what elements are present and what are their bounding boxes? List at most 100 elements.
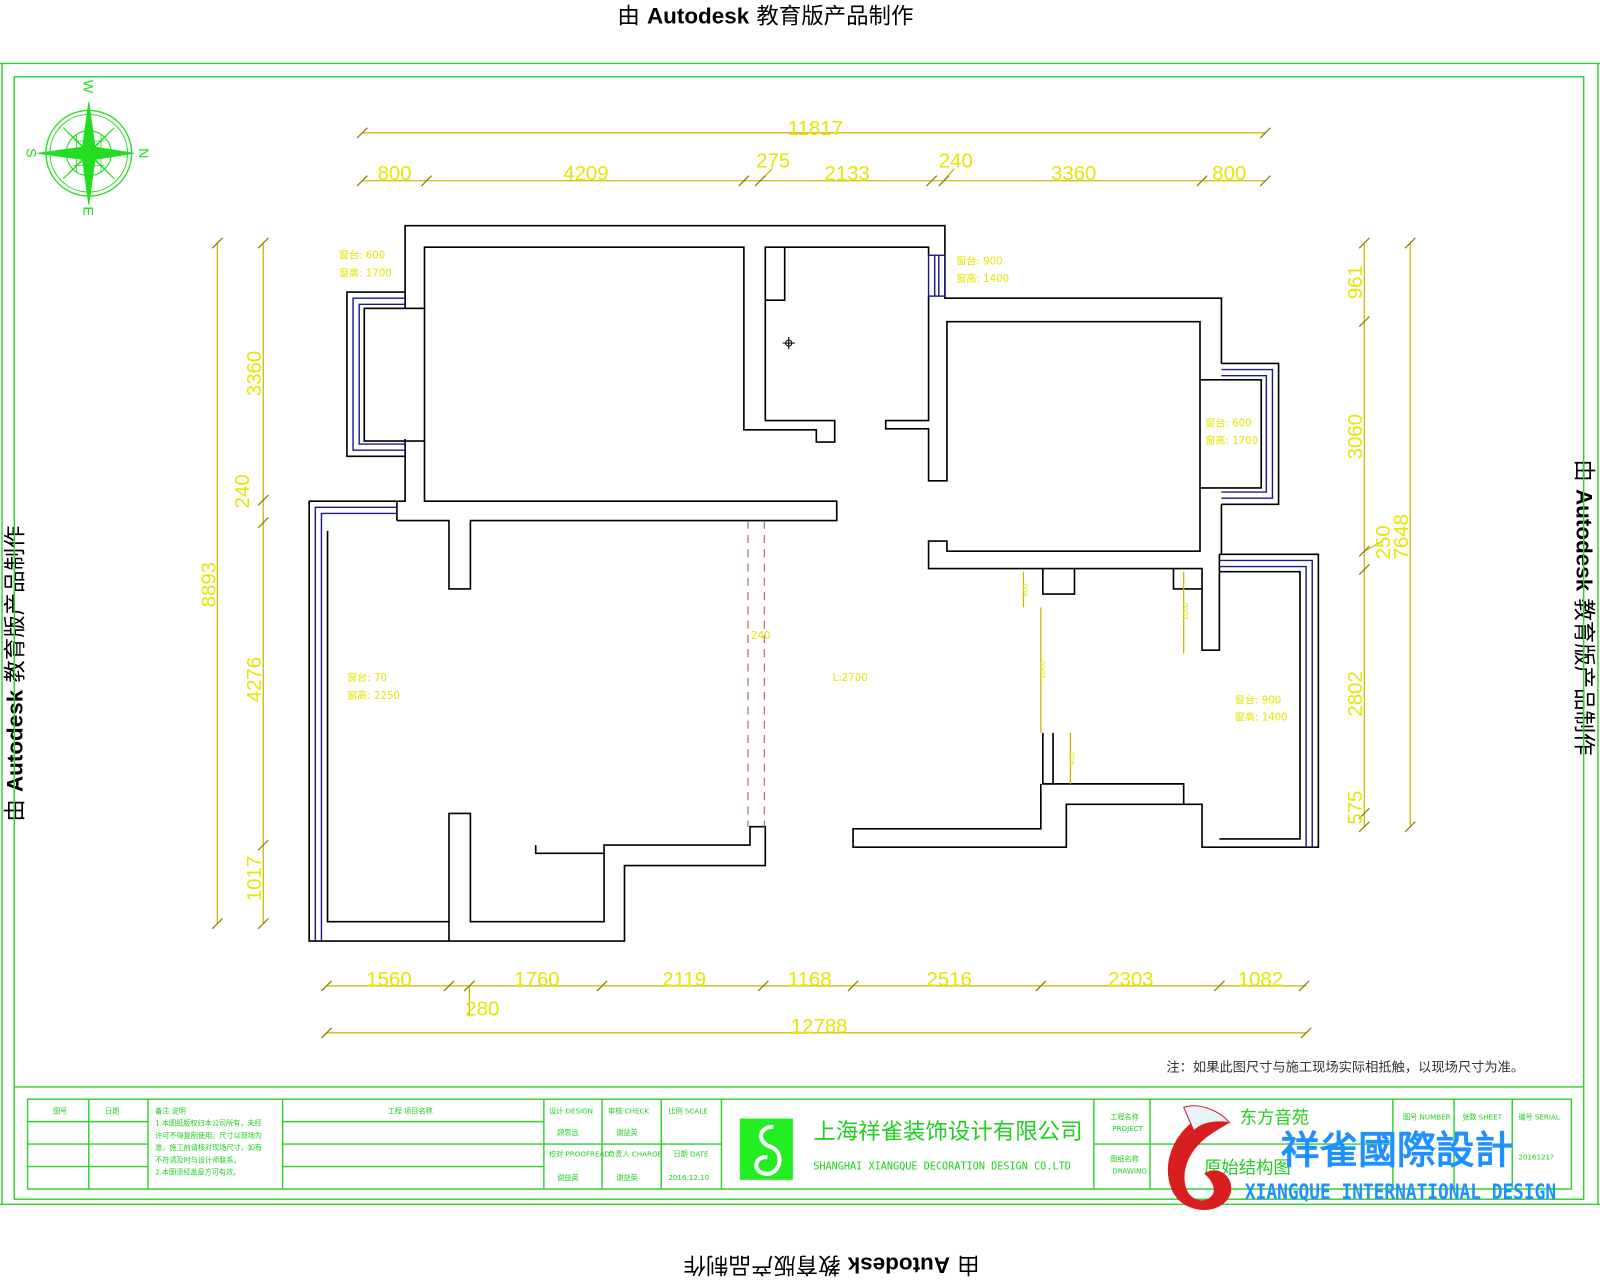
tb-header: 日期: [105, 1106, 119, 1115]
dim-left: 1017: [244, 856, 266, 901]
crosshair-icon: [782, 336, 795, 350]
tb-charge: 谢益英: [616, 1173, 637, 1182]
dim-top: 275: [756, 151, 790, 173]
tb-date: 2016.12.10: [668, 1173, 709, 1182]
xiangque-brand-watermark: 祥雀國際設計 XIANGQUE INTERNATIONAL DESIGN: [1167, 1105, 1556, 1210]
dim-left: 4276: [244, 657, 266, 702]
dim-right: 250: [1373, 525, 1395, 559]
tb-row2-label: 负责人 CHARGE: [608, 1149, 662, 1158]
room-annotations: 窗台: 600 窗高: 1700 窗台: 900 窗高: 1400 窗台: 60…: [339, 248, 1288, 723]
svg-text:由 Autodesk 教育版产品制作: 由 Autodesk 教育版产品制作: [617, 4, 913, 30]
window-sill-label: 窗台: 70: [347, 671, 387, 684]
tb-project-label: 工程名称: [1110, 1113, 1139, 1122]
title-block: 图号 日期 备注 说明 工程 项目名称 设计 DESIGN 审核 CHECK 比…: [26, 1098, 1573, 1190]
disclaimer-note: 注：如果此图尺寸与施工现场实际相抵触，以现场尺寸为准。: [1166, 1060, 1524, 1076]
dim-top: 2133: [824, 163, 869, 185]
window-sill-label: 窗台: 900: [956, 254, 1003, 267]
company-logo-icon: [739, 1118, 793, 1180]
watermark-prefix: 由: [2, 799, 28, 821]
dim-inner: 400: [1067, 751, 1076, 765]
watermark-suffix: 教育版产品制作: [756, 4, 913, 30]
dim-inner: 400: [1021, 583, 1030, 597]
project-name: 东方音苑: [1240, 1109, 1309, 1129]
dim-bottom: 1082: [1238, 969, 1283, 991]
dim-top-total: 11817: [788, 118, 843, 140]
watermark-prefix: 由: [957, 1251, 979, 1277]
autodesk-watermark-top: 由 Autodesk 教育版产品制作: [617, 4, 913, 30]
dimension-labels: 11817 800 4209 275 2133 240 3360 800 156…: [198, 118, 1413, 1038]
beam-dashed: [747, 520, 765, 827]
compass-rose-icon: W N S E: [23, 80, 151, 216]
tb-header: 设计 DESIGN: [549, 1106, 593, 1115]
compass-south: S: [23, 148, 39, 158]
window-height-label: 窗高: 1400: [1235, 711, 1288, 724]
tb-drawing-label: 图纸名称: [1110, 1154, 1139, 1163]
tb-header: 图号: [53, 1106, 67, 1115]
dim-top: 3360: [1051, 163, 1096, 185]
window-height-label: 窗高: 1700: [1205, 434, 1258, 447]
dim-inner: 1000: [1038, 660, 1047, 679]
beam-height-label: L:2700: [833, 673, 868, 684]
dim-right: 3060: [1345, 414, 1367, 459]
window-sill-label: 窗台: 900: [1235, 693, 1282, 706]
compass-west: W: [80, 80, 96, 94]
brand-name-cn: 祥雀國際設計: [1281, 1128, 1514, 1173]
dim-top: 800: [1212, 163, 1246, 185]
svg-text:由 Autodesk 教育版产品制作: 由 Autodesk 教育版产品制作: [2, 526, 28, 822]
dim-bottom: 2516: [927, 969, 972, 991]
window-height-label: 窗高: 1700: [339, 267, 392, 280]
brand-name-en: XIANGQUE INTERNATIONAL DESIGN: [1245, 1180, 1556, 1205]
autodesk-watermark-bottom: 由 Autodesk 教育版产品制作: [684, 1251, 980, 1277]
dim-left: 240: [232, 474, 254, 508]
dim-left-total: 8893: [198, 562, 220, 607]
tb-row2-label: 校对 PROOFREAD: [549, 1149, 610, 1158]
window-height-label: 窗高: 2250: [347, 689, 400, 702]
dim-bottom: 1560: [366, 969, 411, 991]
tb-remark: 许可不得复制使用。尺寸以现场为: [155, 1131, 262, 1140]
dim-top: 800: [378, 163, 412, 185]
tb-checker: 谢益英: [616, 1128, 637, 1137]
tb-project-label: PROJECT: [1112, 1124, 1143, 1133]
tb-header: 备注 说明: [155, 1106, 186, 1115]
dim-right: 575: [1345, 791, 1367, 825]
dim-top: 240: [939, 151, 973, 173]
dim-inner: 1000: [1181, 602, 1190, 621]
company-name-cn: 上海祥雀装饰设计有限公司: [813, 1119, 1082, 1145]
tb-remark: 1.本图纸版权归本公司所有，未经: [155, 1119, 262, 1128]
tb-right-header: 图号 NUMBER: [1403, 1113, 1451, 1122]
tb-remark: 2.本图须经盖章方可有效。: [155, 1168, 240, 1177]
dim-top: 4209: [563, 163, 608, 185]
watermark-brand: Autodesk: [847, 1252, 950, 1277]
watermark-prefix: 由: [617, 4, 639, 30]
dim-bottom-total: 12788: [791, 1016, 848, 1038]
autodesk-watermark-left: 由 Autodesk 教育版产品制作: [2, 526, 28, 822]
drawing-frame: [0, 62, 1600, 1205]
compass-north: N: [135, 148, 151, 158]
dim-bottom: 2119: [662, 969, 706, 991]
watermark-suffix: 教育版产品制作: [2, 526, 28, 683]
tb-remark: 准，施工前请核对现场尺寸，如有: [155, 1143, 262, 1152]
tb-remark: 不符请及时与设计师联系。: [155, 1155, 241, 1164]
svg-text:由 Autodesk 教育版产品制作: 由 Autodesk 教育版产品制作: [684, 1251, 980, 1277]
dim-bottom: 2303: [1108, 969, 1153, 991]
tb-designer: 顾思远: [557, 1128, 578, 1137]
tb-right-header: 张数 SHEET: [1462, 1113, 1502, 1122]
tb-row2-label: 日期 DATE: [673, 1149, 709, 1158]
watermark-suffix: 教育版产品制作: [684, 1251, 841, 1277]
walls: [308, 224, 1223, 942]
beam-width-label: 240: [751, 631, 770, 642]
window-sill-label: 窗台: 600: [1205, 417, 1251, 430]
brand-bird-logo-icon: [1167, 1105, 1232, 1210]
dim-bottom: 1760: [514, 969, 559, 991]
dim-bottom-extra: 280: [465, 999, 499, 1021]
dim-bottom: 1168: [788, 969, 832, 991]
dim-right-total: 7648: [1391, 514, 1413, 559]
dimension-lines: [211, 127, 1416, 1039]
windows: [308, 254, 1320, 942]
tb-header: 比例 SCALE: [668, 1106, 708, 1115]
watermark-brand: Autodesk: [647, 4, 750, 29]
compass-east: E: [80, 206, 96, 216]
tb-serial: 2016121?: [1518, 1152, 1554, 1161]
tb-drawing-label: DRAWING: [1112, 1167, 1147, 1176]
